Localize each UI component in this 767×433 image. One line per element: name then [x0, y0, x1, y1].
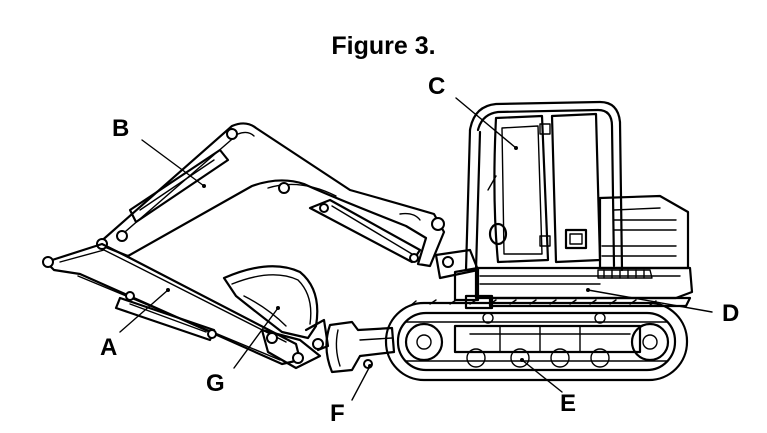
boom [96, 122, 446, 268]
callout-label-g: G [206, 370, 225, 397]
callout-label-c: C [428, 73, 446, 100]
bucket [222, 265, 330, 370]
leader-line-e [521, 359, 563, 393]
callout-label-a: A [100, 334, 118, 361]
upper-structure [434, 194, 694, 310]
leader-line-a [119, 289, 169, 333]
leader-line-b [141, 139, 205, 187]
dozer-blade [325, 320, 396, 374]
leader-lines [119, 97, 713, 401]
figure-title: Figure 3. [331, 32, 436, 60]
leader-line-g [233, 307, 279, 369]
callout-label-f: F [330, 400, 345, 427]
callout-label-e: E [560, 390, 577, 417]
track-assembly [384, 299, 689, 382]
leader-line-d [587, 289, 713, 313]
leader-line-c [455, 97, 517, 149]
arm-dipper [42, 242, 302, 366]
callout-label-d: D [722, 300, 740, 327]
operator-cab [464, 100, 624, 272]
callout-label-b: B [112, 115, 130, 142]
leader-line-f [351, 365, 371, 401]
